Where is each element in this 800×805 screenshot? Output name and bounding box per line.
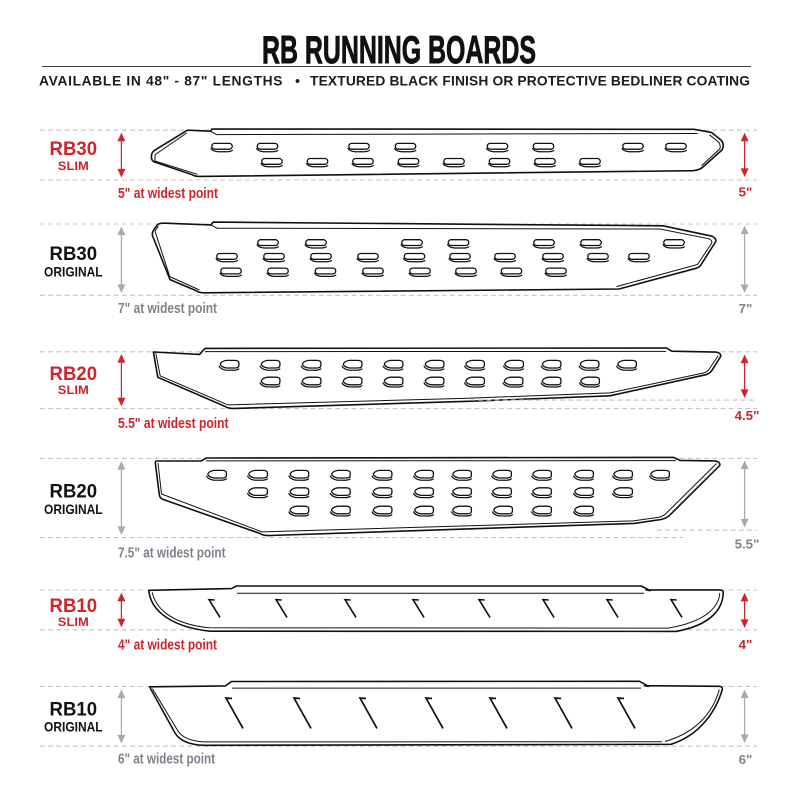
svg-text:RB10: RB10 [50, 699, 98, 721]
svg-text:TEXTURED BLACK FINISH OR PROTE: TEXTURED BLACK FINISH OR PROTECTIVE BEDL… [310, 73, 750, 88]
svg-text:ORIGINAL: ORIGINAL [44, 501, 103, 517]
svg-text:7": 7" [739, 301, 753, 316]
svg-text:7.5" at widest point: 7.5" at widest point [118, 545, 226, 561]
svg-text:AVAILABLE IN 48" - 87" LENGTHS: AVAILABLE IN 48" - 87" LENGTHS [39, 73, 283, 88]
svg-text:5": 5" [739, 184, 753, 199]
svg-text:7" at widest point: 7" at widest point [118, 301, 217, 317]
svg-text:RB10: RB10 [50, 595, 98, 617]
svg-text:6" at widest point: 6" at widest point [118, 751, 215, 767]
svg-text:RB RUNNING BOARDS: RB RUNNING BOARDS [262, 29, 536, 72]
svg-text:RB30: RB30 [50, 138, 98, 160]
svg-text:6": 6" [739, 752, 753, 767]
svg-text:5.5" at widest point: 5.5" at widest point [118, 416, 229, 432]
svg-text:RB20: RB20 [50, 363, 98, 385]
svg-text:•: • [295, 73, 300, 88]
svg-text:SLIM: SLIM [58, 615, 89, 629]
svg-text:SLIM: SLIM [58, 383, 89, 397]
svg-text:ORIGINAL: ORIGINAL [44, 263, 103, 279]
svg-text:ORIGINAL: ORIGINAL [44, 718, 103, 734]
svg-text:RB20: RB20 [50, 481, 98, 503]
svg-text:4" at widest point: 4" at widest point [118, 637, 217, 653]
svg-text:RB30: RB30 [50, 243, 98, 265]
svg-text:4": 4" [739, 637, 753, 652]
svg-text:5.5": 5.5" [735, 537, 760, 552]
svg-text:SLIM: SLIM [58, 159, 89, 173]
svg-text:5" at widest point: 5" at widest point [118, 186, 218, 202]
svg-text:4.5": 4.5" [735, 408, 760, 423]
